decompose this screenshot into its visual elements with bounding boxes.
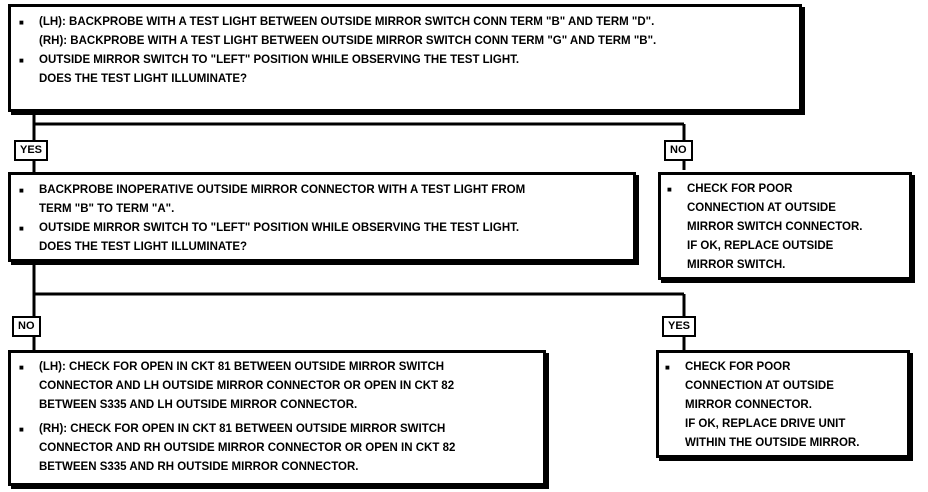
step-3-line-1-text: CHECK FOR POOR (687, 183, 793, 195)
step-4-line-1: (LH): CHECK FOR OPEN IN CKT 81 BETWEEN O… (17, 358, 537, 377)
step-box-5-list: CHECK FOR POOR CONNECTION AT OUTSIDE MIR… (663, 358, 903, 453)
step-4-line-4: (RH): CHECK FOR OPEN IN CKT 81 BETWEEN O… (17, 420, 537, 439)
step-4-line-2-text: CONNECTOR AND LH OUTSIDE MIRROR CONNECTO… (39, 380, 455, 392)
step-4-line-1-text: (LH): CHECK FOR OPEN IN CKT 81 BETWEEN O… (39, 361, 445, 373)
step-5-line-4-text: IF OK, REPLACE DRIVE UNIT (685, 418, 846, 430)
step-2-line-2: TERM "B" TO TERM "A". (17, 200, 627, 219)
step-3-line-2-text: CONNECTION AT OUTSIDE (687, 202, 836, 214)
step-2-line-4: DOES THE TEST LIGHT ILLUMINATE? (17, 238, 627, 257)
step-3-line-3-text: MIRROR SWITCH CONNECTOR. (687, 221, 863, 233)
step-3-line-4: IF OK, REPLACE OUTSIDE (665, 237, 905, 256)
step-box-4: (LH): CHECK FOR OPEN IN CKT 81 BETWEEN O… (8, 350, 546, 486)
step-box-1: (LH): BACKPROBE WITH A TEST LIGHT BETWEE… (8, 4, 802, 112)
step-4-line-3-text: BETWEEN S335 AND LH OUTSIDE MIRROR CONNE… (39, 399, 358, 411)
step-2-line-2-text: TERM "B" TO TERM "A". (39, 203, 175, 215)
step-box-5: CHECK FOR POOR CONNECTION AT OUTSIDE MIR… (656, 350, 910, 458)
step-2-line-3-text: OUTSIDE MIRROR SWITCH TO "LEFT" POSITION… (39, 222, 520, 234)
step-5-line-1: CHECK FOR POOR (663, 358, 903, 377)
step-box-2-list: BACKPROBE INOPERATIVE OUTSIDE MIRROR CON… (17, 181, 627, 257)
branch2-yes-label: YES (662, 316, 697, 337)
step-1-line-4-text: DOES THE TEST LIGHT ILLUMINATE? (39, 73, 248, 85)
step-2-line-1: BACKPROBE INOPERATIVE OUTSIDE MIRROR CON… (17, 181, 627, 200)
step-1-line-3-text: OUTSIDE MIRROR SWITCH TO "LEFT" POSITION… (39, 54, 520, 66)
step-3-line-1: CHECK FOR POOR (665, 180, 905, 199)
step-5-line-5: WITHIN THE OUTSIDE MIRROR. (663, 434, 903, 453)
step-4-line-4-text: (RH): CHECK FOR OPEN IN CKT 81 BETWEEN O… (39, 423, 446, 435)
step-5-line-2: CONNECTION AT OUTSIDE (663, 377, 903, 396)
step-box-3-list: CHECK FOR POOR CONNECTION AT OUTSIDE MIR… (665, 180, 905, 275)
step-5-line-2-text: CONNECTION AT OUTSIDE (685, 380, 834, 392)
step-4-line-5-text: CONNECTOR AND RH OUTSIDE MIRROR CONNECTO… (39, 442, 456, 454)
step-5-line-1-text: CHECK FOR POOR (685, 361, 791, 373)
step-3-line-5: MIRROR SWITCH. (665, 256, 905, 275)
step-box-1-list: (LH): BACKPROBE WITH A TEST LIGHT BETWEE… (17, 13, 793, 89)
step-1-line-2-text: (RH): BACKPROBE WITH A TEST LIGHT BETWEE… (39, 35, 657, 47)
step-3-line-2: CONNECTION AT OUTSIDE (665, 199, 905, 218)
step-4-line-5: CONNECTOR AND RH OUTSIDE MIRROR CONNECTO… (17, 439, 537, 458)
step-1-line-1: (LH): BACKPROBE WITH A TEST LIGHT BETWEE… (17, 13, 793, 32)
step-1-line-4: DOES THE TEST LIGHT ILLUMINATE? (17, 70, 793, 89)
step-2-line-4-text: DOES THE TEST LIGHT ILLUMINATE? (39, 241, 248, 253)
branch1-yes-label: YES (14, 140, 49, 161)
step-5-line-4: IF OK, REPLACE DRIVE UNIT (663, 415, 903, 434)
step-1-line-2: (RH): BACKPROBE WITH A TEST LIGHT BETWEE… (17, 32, 793, 51)
step-4-line-2: CONNECTOR AND LH OUTSIDE MIRROR CONNECTO… (17, 377, 537, 396)
step-5-line-3-text: MIRROR CONNECTOR. (685, 399, 812, 411)
step-4-line-6: BETWEEN S335 AND RH OUTSIDE MIRROR CONNE… (17, 458, 537, 477)
step-3-line-3: MIRROR SWITCH CONNECTOR. (665, 218, 905, 237)
step-box-2: BACKPROBE INOPERATIVE OUTSIDE MIRROR CON… (8, 172, 636, 262)
step-1-line-3: OUTSIDE MIRROR SWITCH TO "LEFT" POSITION… (17, 51, 793, 70)
step-box-3: CHECK FOR POOR CONNECTION AT OUTSIDE MIR… (658, 172, 912, 280)
step-3-line-4-text: IF OK, REPLACE OUTSIDE (687, 240, 834, 252)
step-5-line-3: MIRROR CONNECTOR. (663, 396, 903, 415)
step-box-4-list: (LH): CHECK FOR OPEN IN CKT 81 BETWEEN O… (17, 358, 537, 477)
step-3-line-5-text: MIRROR SWITCH. (687, 259, 786, 271)
step-2-line-3: OUTSIDE MIRROR SWITCH TO "LEFT" POSITION… (17, 219, 627, 238)
branch1-no-label: NO (664, 140, 693, 161)
step-2-line-1-text: BACKPROBE INOPERATIVE OUTSIDE MIRROR CON… (39, 184, 526, 196)
branch2-no-label: NO (12, 316, 41, 337)
step-4-line-3: BETWEEN S335 AND LH OUTSIDE MIRROR CONNE… (17, 396, 537, 415)
step-5-line-5-text: WITHIN THE OUTSIDE MIRROR. (685, 437, 860, 449)
step-1-line-1-text: (LH): BACKPROBE WITH A TEST LIGHT BETWEE… (39, 16, 655, 28)
step-4-line-6-text: BETWEEN S335 AND RH OUTSIDE MIRROR CONNE… (39, 461, 359, 473)
